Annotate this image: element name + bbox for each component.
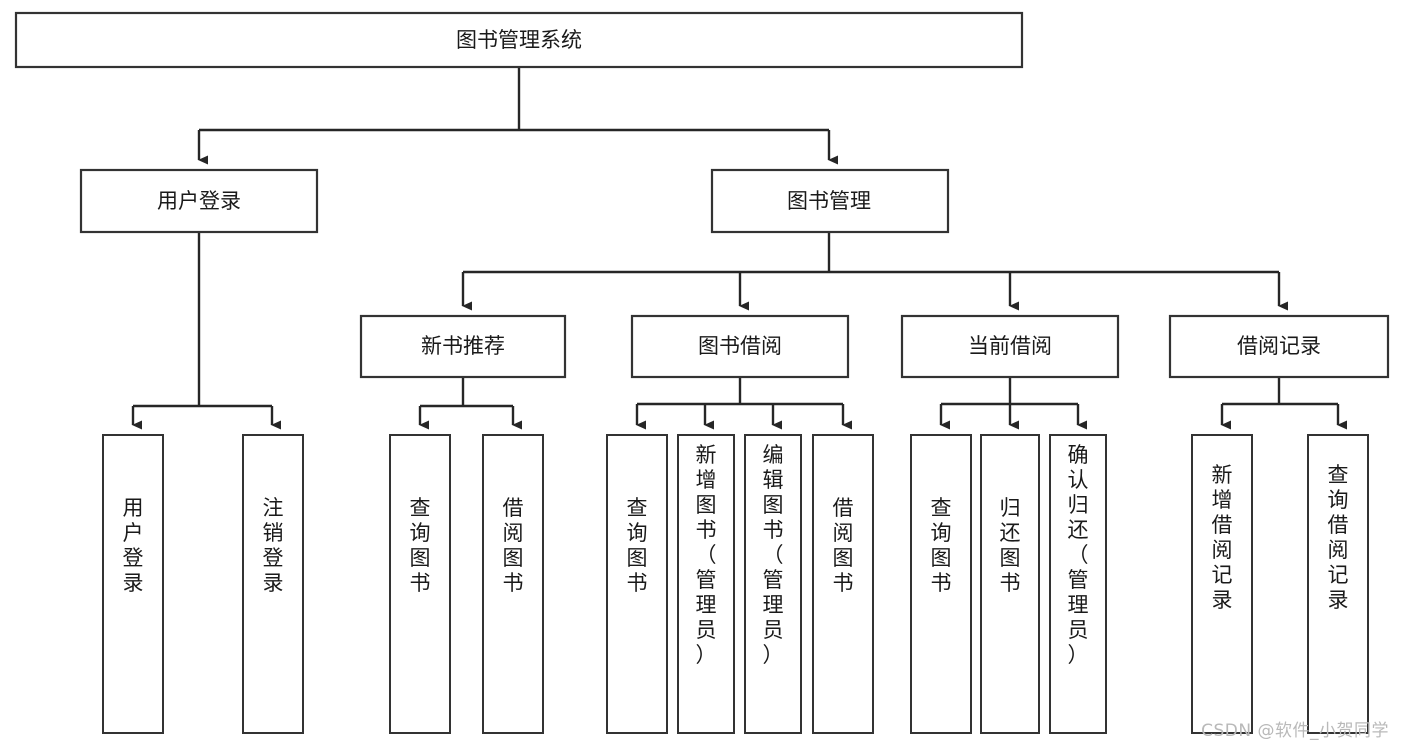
node-leaf-user-login-label: 用户登录 (123, 496, 144, 595)
connector-group-book-borrow (635, 377, 852, 430)
node-leaf-add-book-box[interactable] (677, 434, 735, 734)
node-leaf-query-record-box[interactable] (1307, 434, 1369, 734)
node-borrow-record-box[interactable] (1168, 314, 1390, 379)
node-leaf-edit-book-label: 编辑图书（管理员） (763, 443, 784, 667)
node-book-manage-box[interactable] (710, 168, 950, 234)
node-new-book-recommend-label: 新书推荐 (421, 334, 505, 358)
csdn-watermark: CSDN @软件_小贺同学 (1201, 721, 1389, 741)
node-leaf-add-record[interactable]: 新增借阅记录 (1191, 434, 1253, 734)
node-leaf-borrow-book-1-label: 借阅图书 (503, 496, 524, 595)
node-current-borrow[interactable]: 当前借阅 (900, 314, 1120, 379)
node-leaf-user-logout-box[interactable] (242, 434, 304, 734)
node-leaf-query-book-3-label: 查询图书 (931, 496, 952, 595)
node-leaf-query-book-2[interactable]: 查询图书 (606, 434, 668, 734)
node-leaf-return-book-box[interactable] (980, 434, 1040, 734)
node-leaf-query-book-3-box[interactable] (910, 434, 972, 734)
node-current-borrow-label: 当前借阅 (968, 334, 1052, 358)
node-leaf-query-book-1-box[interactable] (389, 434, 451, 734)
node-leaf-confirm-return[interactable]: 确认归还（管理员） (1049, 434, 1107, 734)
node-leaf-borrow-book-1-box[interactable] (482, 434, 544, 734)
node-leaf-user-logout[interactable]: 注销登录 (242, 434, 304, 734)
node-leaf-return-book[interactable]: 归还图书 (980, 434, 1040, 734)
node-new-book-recommend-box[interactable] (359, 314, 567, 379)
node-leaf-user-login[interactable]: 用户登录 (102, 434, 164, 734)
connector-group-user-login (131, 232, 281, 430)
node-leaf-confirm-return-box[interactable] (1049, 434, 1107, 734)
node-leaf-user-logout-label: 注销登录 (263, 496, 284, 595)
node-book-borrow-box[interactable] (630, 314, 850, 379)
node-borrow-record-label: 借阅记录 (1237, 334, 1321, 358)
node-current-borrow-box[interactable] (900, 314, 1120, 379)
connector-group-borrow-record (1220, 377, 1347, 430)
node-book-borrow-label: 图书借阅 (698, 334, 782, 358)
connector-group-book-manage (461, 232, 1288, 311)
node-leaf-query-record-label: 查询借阅记录 (1328, 463, 1349, 612)
node-borrow-record[interactable]: 借阅记录 (1168, 314, 1390, 379)
node-leaf-borrow-book-1[interactable]: 借阅图书 (482, 434, 544, 734)
node-leaf-user-login-box[interactable] (102, 434, 164, 734)
node-root[interactable]: 图书管理系统 (14, 11, 1024, 69)
node-leaf-edit-book[interactable]: 编辑图书（管理员） (744, 434, 802, 734)
node-leaf-query-book-3[interactable]: 查询图书 (910, 434, 972, 734)
node-user-login-label: 用户登录 (157, 189, 241, 213)
node-leaf-return-book-label: 归还图书 (1000, 496, 1021, 595)
node-leaf-query-book-2-box[interactable] (606, 434, 668, 734)
node-root-label: 图书管理系统 (456, 28, 582, 52)
node-leaf-query-record[interactable]: 查询借阅记录 (1307, 434, 1369, 734)
node-leaf-add-record-label: 新增借阅记录 (1212, 463, 1233, 612)
node-user-login[interactable]: 用户登录 (79, 168, 319, 234)
node-leaf-query-book-1[interactable]: 查询图书 (389, 434, 451, 734)
node-leaf-edit-book-box[interactable] (744, 434, 802, 734)
node-leaf-borrow-book-2-box[interactable] (812, 434, 874, 734)
node-book-manage[interactable]: 图书管理 (710, 168, 950, 234)
node-leaf-confirm-return-label: 确认归还（管理员） (1068, 443, 1089, 667)
node-leaf-add-book-label: 新增图书（管理员） (696, 443, 717, 667)
node-book-manage-label: 图书管理 (787, 189, 871, 213)
node-leaf-borrow-book-2[interactable]: 借阅图书 (812, 434, 874, 734)
node-leaf-add-record-box[interactable] (1191, 434, 1253, 734)
node-leaf-borrow-book-2-label: 借阅图书 (833, 496, 854, 595)
connector-group-current-borrow (939, 377, 1087, 430)
node-leaf-query-book-2-label: 查询图书 (627, 496, 648, 595)
node-user-login-box[interactable] (79, 168, 319, 234)
node-leaf-add-book[interactable]: 新增图书（管理员） (677, 434, 735, 734)
connector-group-new-book-recommend (418, 377, 522, 430)
connector-group-root (197, 67, 838, 165)
node-book-borrow[interactable]: 图书借阅 (630, 314, 850, 379)
node-new-book-recommend[interactable]: 新书推荐 (359, 314, 567, 379)
node-leaf-query-book-1-label: 查询图书 (410, 496, 431, 595)
node-root-box[interactable] (14, 11, 1024, 69)
